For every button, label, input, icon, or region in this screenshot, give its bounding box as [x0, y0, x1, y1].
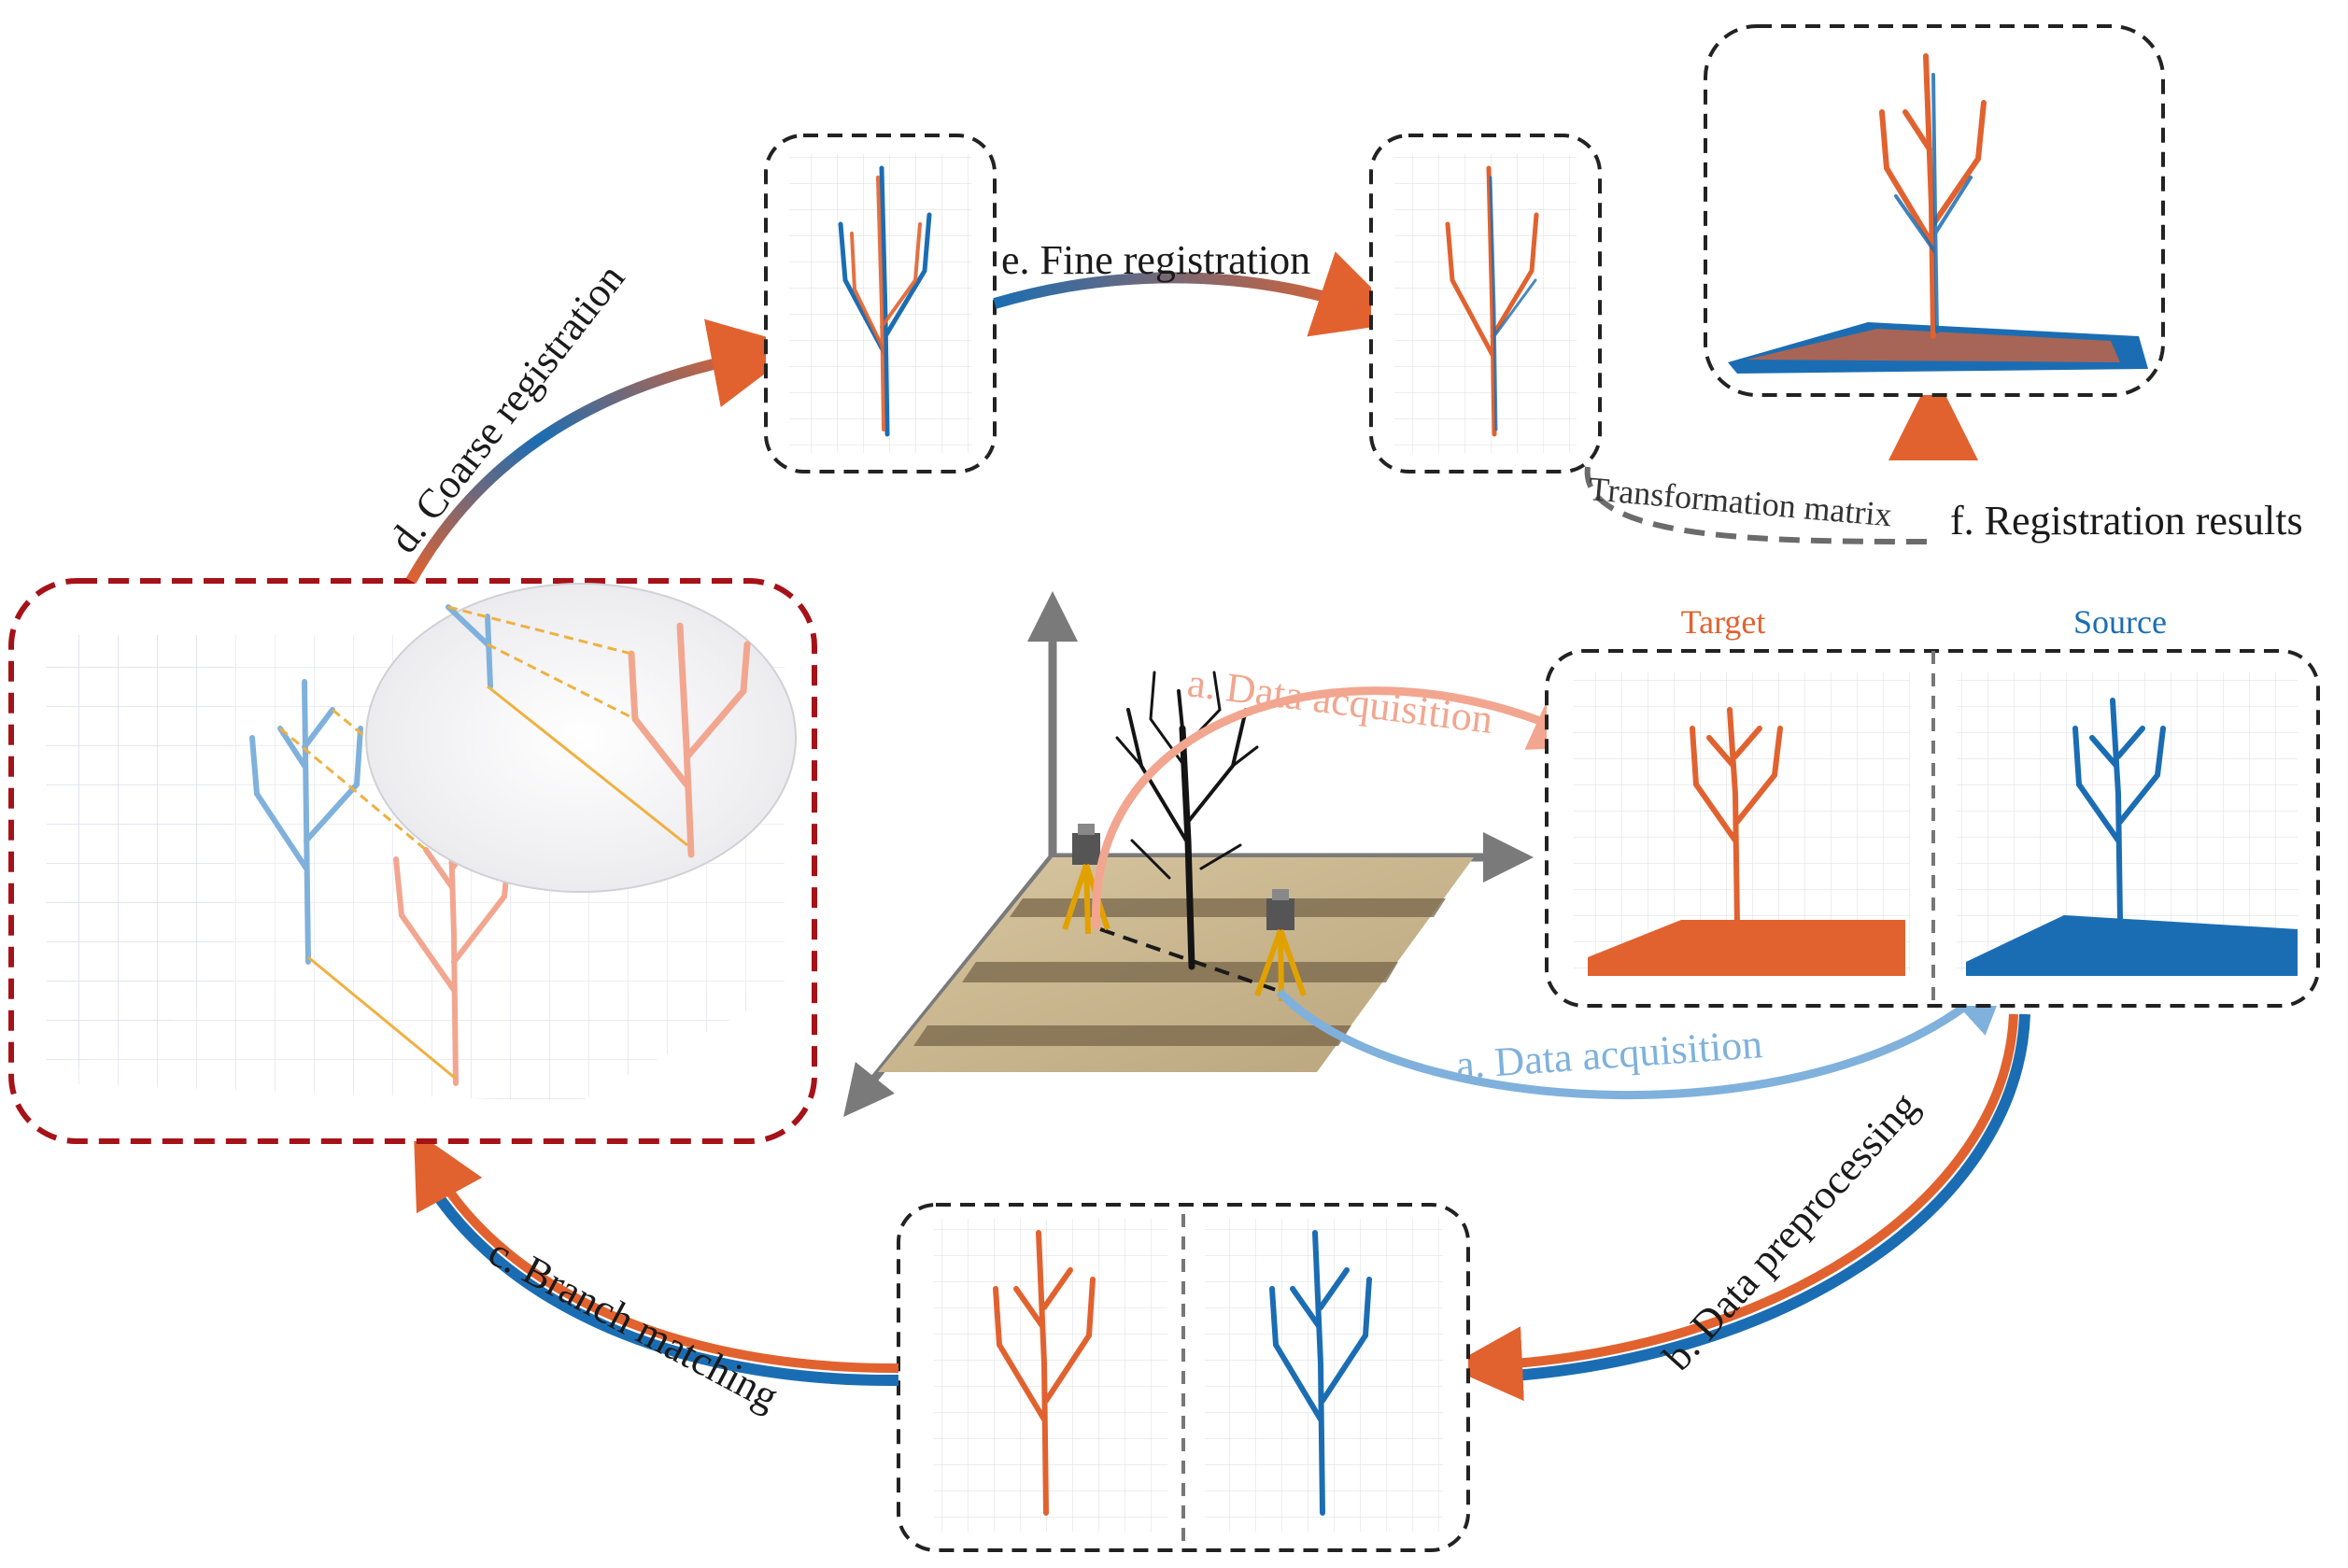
tripod-scanner-right: [1254, 889, 1307, 1002]
scan-path: [1099, 927, 1282, 994]
ground-plot: [878, 857, 1474, 1072]
target-pointcloud: [1574, 672, 1910, 976]
data-acquisition-source-label: a. Data acquisition: [1454, 1021, 1763, 1088]
branch-matching-arrow: c. Branch matching: [413, 1129, 899, 1420]
fine-result-panel: [1369, 134, 1602, 473]
transformation-matrix-link: Transformation matrix: [1584, 466, 1932, 544]
registration-results-label: f. Registration results: [1950, 498, 2303, 544]
data-acquisition-target-label: a. Data acquisition: [1185, 659, 1495, 742]
final-result-panel: [1704, 24, 2165, 397]
branch-matching-label: c. Branch matching: [481, 1229, 785, 1420]
target-header: Target: [1681, 603, 1766, 641]
source-header: Source: [2073, 603, 2167, 641]
fine-registration-arrow: e. Fine registration: [993, 237, 1407, 337]
coarse-result-panel: [764, 134, 997, 473]
fine-registration-label: e. Fine registration: [1001, 237, 1310, 283]
scanning-scene: [843, 591, 1534, 1118]
coarse-registration-arrow: d. Coarse registration: [380, 255, 801, 584]
transformation-matrix-label: Transformation matrix: [1587, 470, 1893, 533]
branch-matching-panel: [8, 578, 817, 1144]
preprocessed-source-tree: [1205, 1219, 1443, 1532]
preprocessed-panel: [897, 1203, 1470, 1552]
registration-results-arrow: f. Registration results: [1888, 371, 2303, 651]
zoom-inset: [365, 583, 797, 893]
source-pointcloud: [1957, 672, 2298, 976]
preprocessed-target-tree: [934, 1219, 1167, 1532]
raw-data-panel: Target Source: [1545, 603, 2320, 1008]
matching-source-tree: [249, 679, 363, 965]
